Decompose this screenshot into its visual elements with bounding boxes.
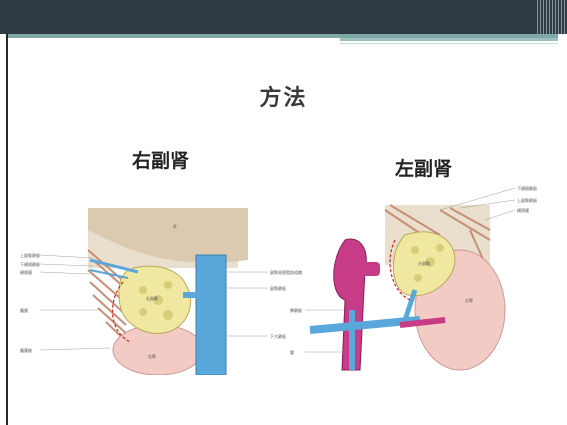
dissection-line bbox=[389, 239, 411, 301]
aorta bbox=[333, 238, 367, 371]
dissection-line bbox=[111, 281, 131, 343]
renal-vein bbox=[309, 316, 421, 334]
label-ivc: 下大静脈 bbox=[270, 333, 286, 339]
label-intestine: 腸 bbox=[290, 349, 294, 355]
aortic-branch bbox=[362, 262, 380, 276]
label-liver: 肝 bbox=[173, 224, 177, 229]
header-bar bbox=[0, 0, 567, 34]
label-left-kidney: 左腎 bbox=[465, 297, 473, 303]
left-border bbox=[6, 34, 8, 425]
label-splenic-vein: 脾静脈 bbox=[290, 307, 302, 313]
label-periadrenal-fat: 副腎周囲脂肪組織 bbox=[270, 269, 302, 275]
label-left-adrenal: 左副腎 bbox=[418, 260, 430, 266]
header-rule-accent bbox=[340, 38, 558, 41]
left-adrenal-illustration: 下横隔静脈 上副腎静脈 横隔膜 左副腎 左腎 脾静脈 腸 bbox=[290, 185, 537, 371]
slide-title: 方法 bbox=[259, 86, 308, 111]
label-right-kidney: 右腎 bbox=[148, 353, 156, 359]
label-superior-adrenal-vein: 上副腎静脈 bbox=[20, 252, 40, 258]
header-rule-thin bbox=[340, 43, 558, 44]
label-diaphragm: 横隔膜 bbox=[20, 269, 32, 275]
label-adrenal-vein: 副腎静脈 bbox=[270, 285, 286, 291]
left-adrenal-vein bbox=[402, 289, 418, 321]
left-adrenal-heading: 左副肾 bbox=[395, 158, 453, 180]
label-superior-adrenal-vein: 上副腎静脈 bbox=[517, 197, 537, 203]
right-adrenal-illustration: 上副腎静脈 下横隔静脈 横隔膜 腹膜 腹膜後 右腎 右副腎 副腎周囲脂肪組織 副… bbox=[20, 208, 302, 375]
label-retroperitoneum: 腹膜後 bbox=[20, 347, 32, 353]
header-rule-teal bbox=[8, 34, 558, 38]
inferior-vena-cava bbox=[195, 254, 227, 375]
label-peritoneum: 腹膜 bbox=[20, 307, 28, 313]
label-inferior-phrenic-vein: 下横隔静脈 bbox=[517, 185, 537, 191]
label-inferior-phrenic-vein: 下横隔静脈 bbox=[20, 261, 40, 267]
right-adrenal-heading: 右副肾 bbox=[132, 150, 190, 172]
header-fade-pattern bbox=[537, 0, 567, 34]
label-right-adrenal: 右副腎 bbox=[146, 295, 158, 301]
label-diaphragm: 横隔膜 bbox=[517, 207, 529, 213]
